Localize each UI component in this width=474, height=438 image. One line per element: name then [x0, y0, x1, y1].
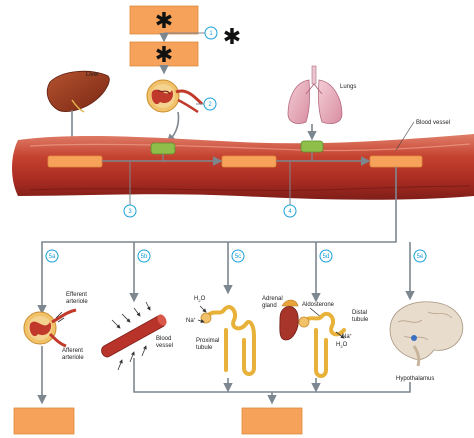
hypothalamus-label: Hypothalamus — [396, 376, 434, 382]
step-marker-5a: 5a — [45, 249, 59, 263]
vasoconstriction-arrows — [111, 301, 151, 371]
blood-vessel-top-label: Blood vessel — [416, 120, 450, 126]
proximal-tubule-icon — [204, 305, 256, 376]
step-marker-5d: 5d — [319, 249, 333, 263]
arrow-kidney-green — [166, 111, 180, 144]
top-box-2: ✱ — [129, 41, 199, 68]
lungs-icon — [287, 65, 343, 124]
asterisk-icon: ✱ — [155, 43, 173, 68]
step-marker-5c: 5c — [231, 249, 245, 263]
step-marker-5b: 5b — [137, 249, 151, 263]
svg-text:4: 4 — [288, 209, 292, 215]
h2o-arrow-proximal — [199, 305, 207, 313]
svg-text:1: 1 — [209, 31, 213, 37]
distal-glomerulus-icon — [298, 316, 310, 328]
svg-text:5d: 5d — [323, 254, 330, 260]
vessel-box-2 — [221, 155, 277, 168]
step-marker-5e: 5e — [413, 249, 427, 263]
svg-text:5b: 5b — [141, 254, 148, 260]
svg-text:3: 3 — [128, 209, 132, 215]
na-arrow-proximal — [197, 319, 205, 323]
svg-text:2: 2 — [208, 102, 212, 108]
top-box-1: ✱ — [129, 5, 199, 35]
na-proximal-label: Na+ — [186, 316, 197, 324]
na-distal-label: Na+ — [342, 332, 353, 340]
glomerulus-icon — [146, 79, 204, 114]
h2o-distal-label: H2O — [336, 342, 348, 349]
brain-hypothalamus-icon — [389, 301, 464, 367]
adrenal-kidney-icon — [279, 299, 299, 341]
blood-vessel-leader — [395, 121, 415, 151]
step-marker-3: 3 — [123, 204, 137, 218]
small-blood-vessel-icon — [101, 314, 167, 358]
step-marker-2: 2 — [203, 97, 217, 111]
constriction-arrows — [55, 311, 65, 323]
step-marker-1: 1 — [204, 26, 218, 40]
h2o-proximal-label: H2O — [194, 296, 206, 303]
result-box-2 — [241, 407, 303, 435]
aldosterone-label: Aldosterone — [302, 302, 335, 308]
vessel-box-3 — [369, 155, 423, 168]
green-enzyme-2 — [300, 140, 324, 153]
liver-label: Liver — [86, 72, 99, 78]
lungs-label: Lungs — [340, 84, 356, 90]
na-arrow-distal — [335, 331, 345, 339]
svg-text:5a: 5a — [49, 254, 56, 260]
result-box-1 — [13, 407, 75, 435]
tree-main-branch — [37, 167, 397, 315]
liver-icon — [46, 70, 110, 113]
asterisk-icon: ✱ — [155, 9, 173, 34]
distal-tubule-icon — [302, 311, 346, 378]
vessel-box-1 — [47, 155, 103, 168]
step-marker-4: 4 — [283, 204, 297, 218]
svg-text:5c: 5c — [235, 254, 241, 260]
svg-text:5e: 5e — [417, 254, 424, 260]
convergence-line — [133, 358, 411, 393]
green-enzyme-1 — [150, 142, 176, 155]
glomerulus-bottom-icon — [23, 308, 77, 348]
outside-asterisk-icon: ✱ — [223, 25, 241, 50]
